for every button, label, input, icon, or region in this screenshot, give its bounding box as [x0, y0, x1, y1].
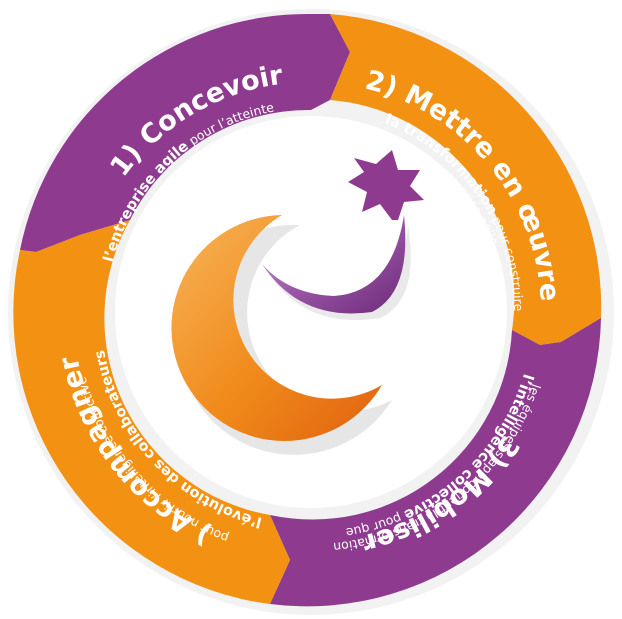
segment-accompagner: [13, 220, 291, 604]
segment-concevoir: [20, 13, 350, 253]
segment-mettre-en-oeuvre: [330, 14, 602, 345]
segment-mobiliser: [270, 318, 601, 607]
leaf-swirl-logo-icon: [171, 150, 424, 455]
